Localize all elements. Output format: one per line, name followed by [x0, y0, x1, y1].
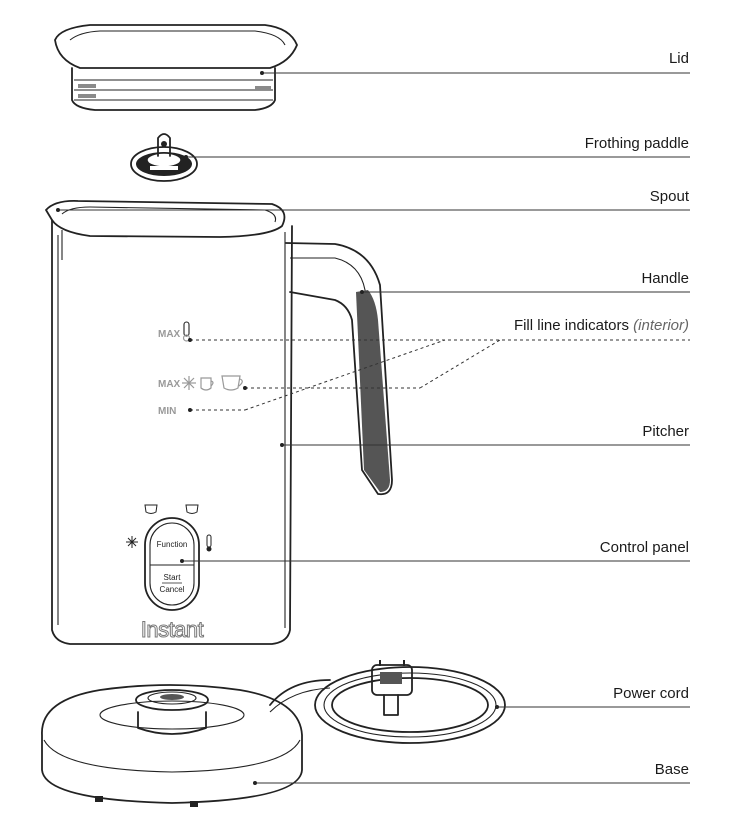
pitcher-label: Pitcher — [642, 423, 689, 440]
max-heat-mark: MAX — [158, 329, 181, 340]
frothing-paddle-label: Frothing paddle — [584, 135, 689, 152]
power-cord-illustration — [269, 660, 506, 744]
cancel-button-label: Cancel — [160, 585, 185, 594]
control-panel-illustration: Function Start Cancel — [126, 504, 212, 611]
cup-icon — [200, 377, 214, 391]
thermometer-icon — [182, 321, 191, 342]
base-illustration — [41, 684, 303, 807]
frothing-paddle-illustration — [130, 133, 198, 182]
large-cup-icon — [221, 375, 243, 391]
lid-illustration — [54, 24, 298, 111]
pitcher-illustration: MAX MAX MIN Function Start Cancel — [45, 200, 393, 645]
control-panel-label: Control panel — [599, 539, 689, 556]
fill-line-indicators-label: Fill line indicators (interior) — [514, 317, 689, 334]
panel-cup-icon — [144, 504, 199, 514]
snowflake-icon — [182, 376, 196, 390]
brand-logo: Instant — [141, 617, 204, 642]
handle-label: Handle — [641, 270, 689, 287]
min-mark: MIN — [158, 406, 176, 417]
function-button-label: Function — [157, 540, 188, 549]
base-label: Base — [654, 761, 689, 778]
leader-lines — [56, 71, 690, 785]
max-froth-mark: MAX — [158, 379, 181, 390]
spout-label: Spout — [649, 188, 689, 205]
lid-label: Lid — [668, 50, 689, 67]
panel-thermometer-icon — [206, 534, 212, 552]
fill-line-note: (interior) — [633, 317, 689, 334]
power-cord-label: Power cord — [613, 685, 689, 702]
panel-snowflake-icon — [126, 536, 138, 548]
fill-line-indicators-text: Fill line indicators — [513, 317, 629, 334]
start-button-label: Start — [164, 573, 182, 582]
